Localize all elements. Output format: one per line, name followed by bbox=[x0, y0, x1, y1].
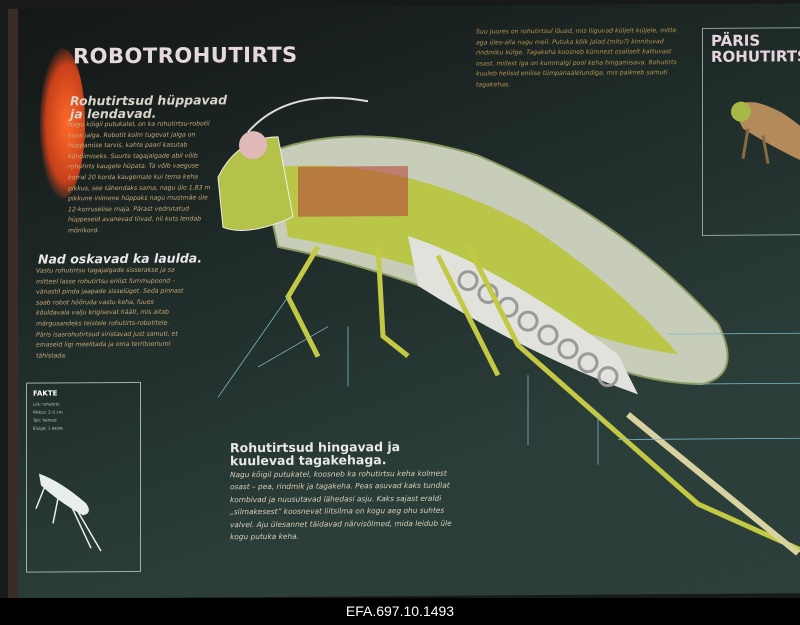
real-grasshopper-image bbox=[731, 101, 800, 169]
poster-title: ROBOTROHUTIRTS bbox=[73, 42, 298, 69]
section2-body: Vastu rohutirtsu tagajalgade sisserakse … bbox=[36, 266, 184, 360]
fact-row: Pikkus: 2–5 cm bbox=[33, 409, 63, 415]
photo: ROBOTROHUTIRTS Rohutirtsud hüppavad ja l… bbox=[0, 0, 800, 598]
archive-caption: EFA.697.10.1493 bbox=[0, 598, 800, 625]
fact-row: Eluiga: 1 aasta bbox=[33, 425, 63, 431]
grasshopper-silhouette-icon bbox=[35, 473, 102, 552]
facts-label: FAKTE bbox=[33, 389, 58, 398]
facts-box: FAKTE Liik: rohutirts Pikkus: 2–5 cm Toi… bbox=[26, 381, 141, 573]
fact-row: Liik: rohutirts bbox=[33, 401, 60, 407]
poster: ROBOTROHUTIRTS Rohutirtsud hüppavad ja l… bbox=[8, 3, 800, 598]
section2-heading: Nad oskavad ka laulda. bbox=[38, 250, 202, 267]
section3-body: Suu juures on rohutirtsul lõuad, mis lii… bbox=[476, 27, 677, 89]
fact-row: Toit: taimed bbox=[33, 417, 57, 423]
real-title-line2: ROHUTIRTS bbox=[711, 47, 800, 66]
robot-grasshopper-illustration bbox=[217, 96, 800, 556]
section1-body: Nagu kõigil putukatel, on ka rohutirtsu-… bbox=[68, 120, 211, 235]
